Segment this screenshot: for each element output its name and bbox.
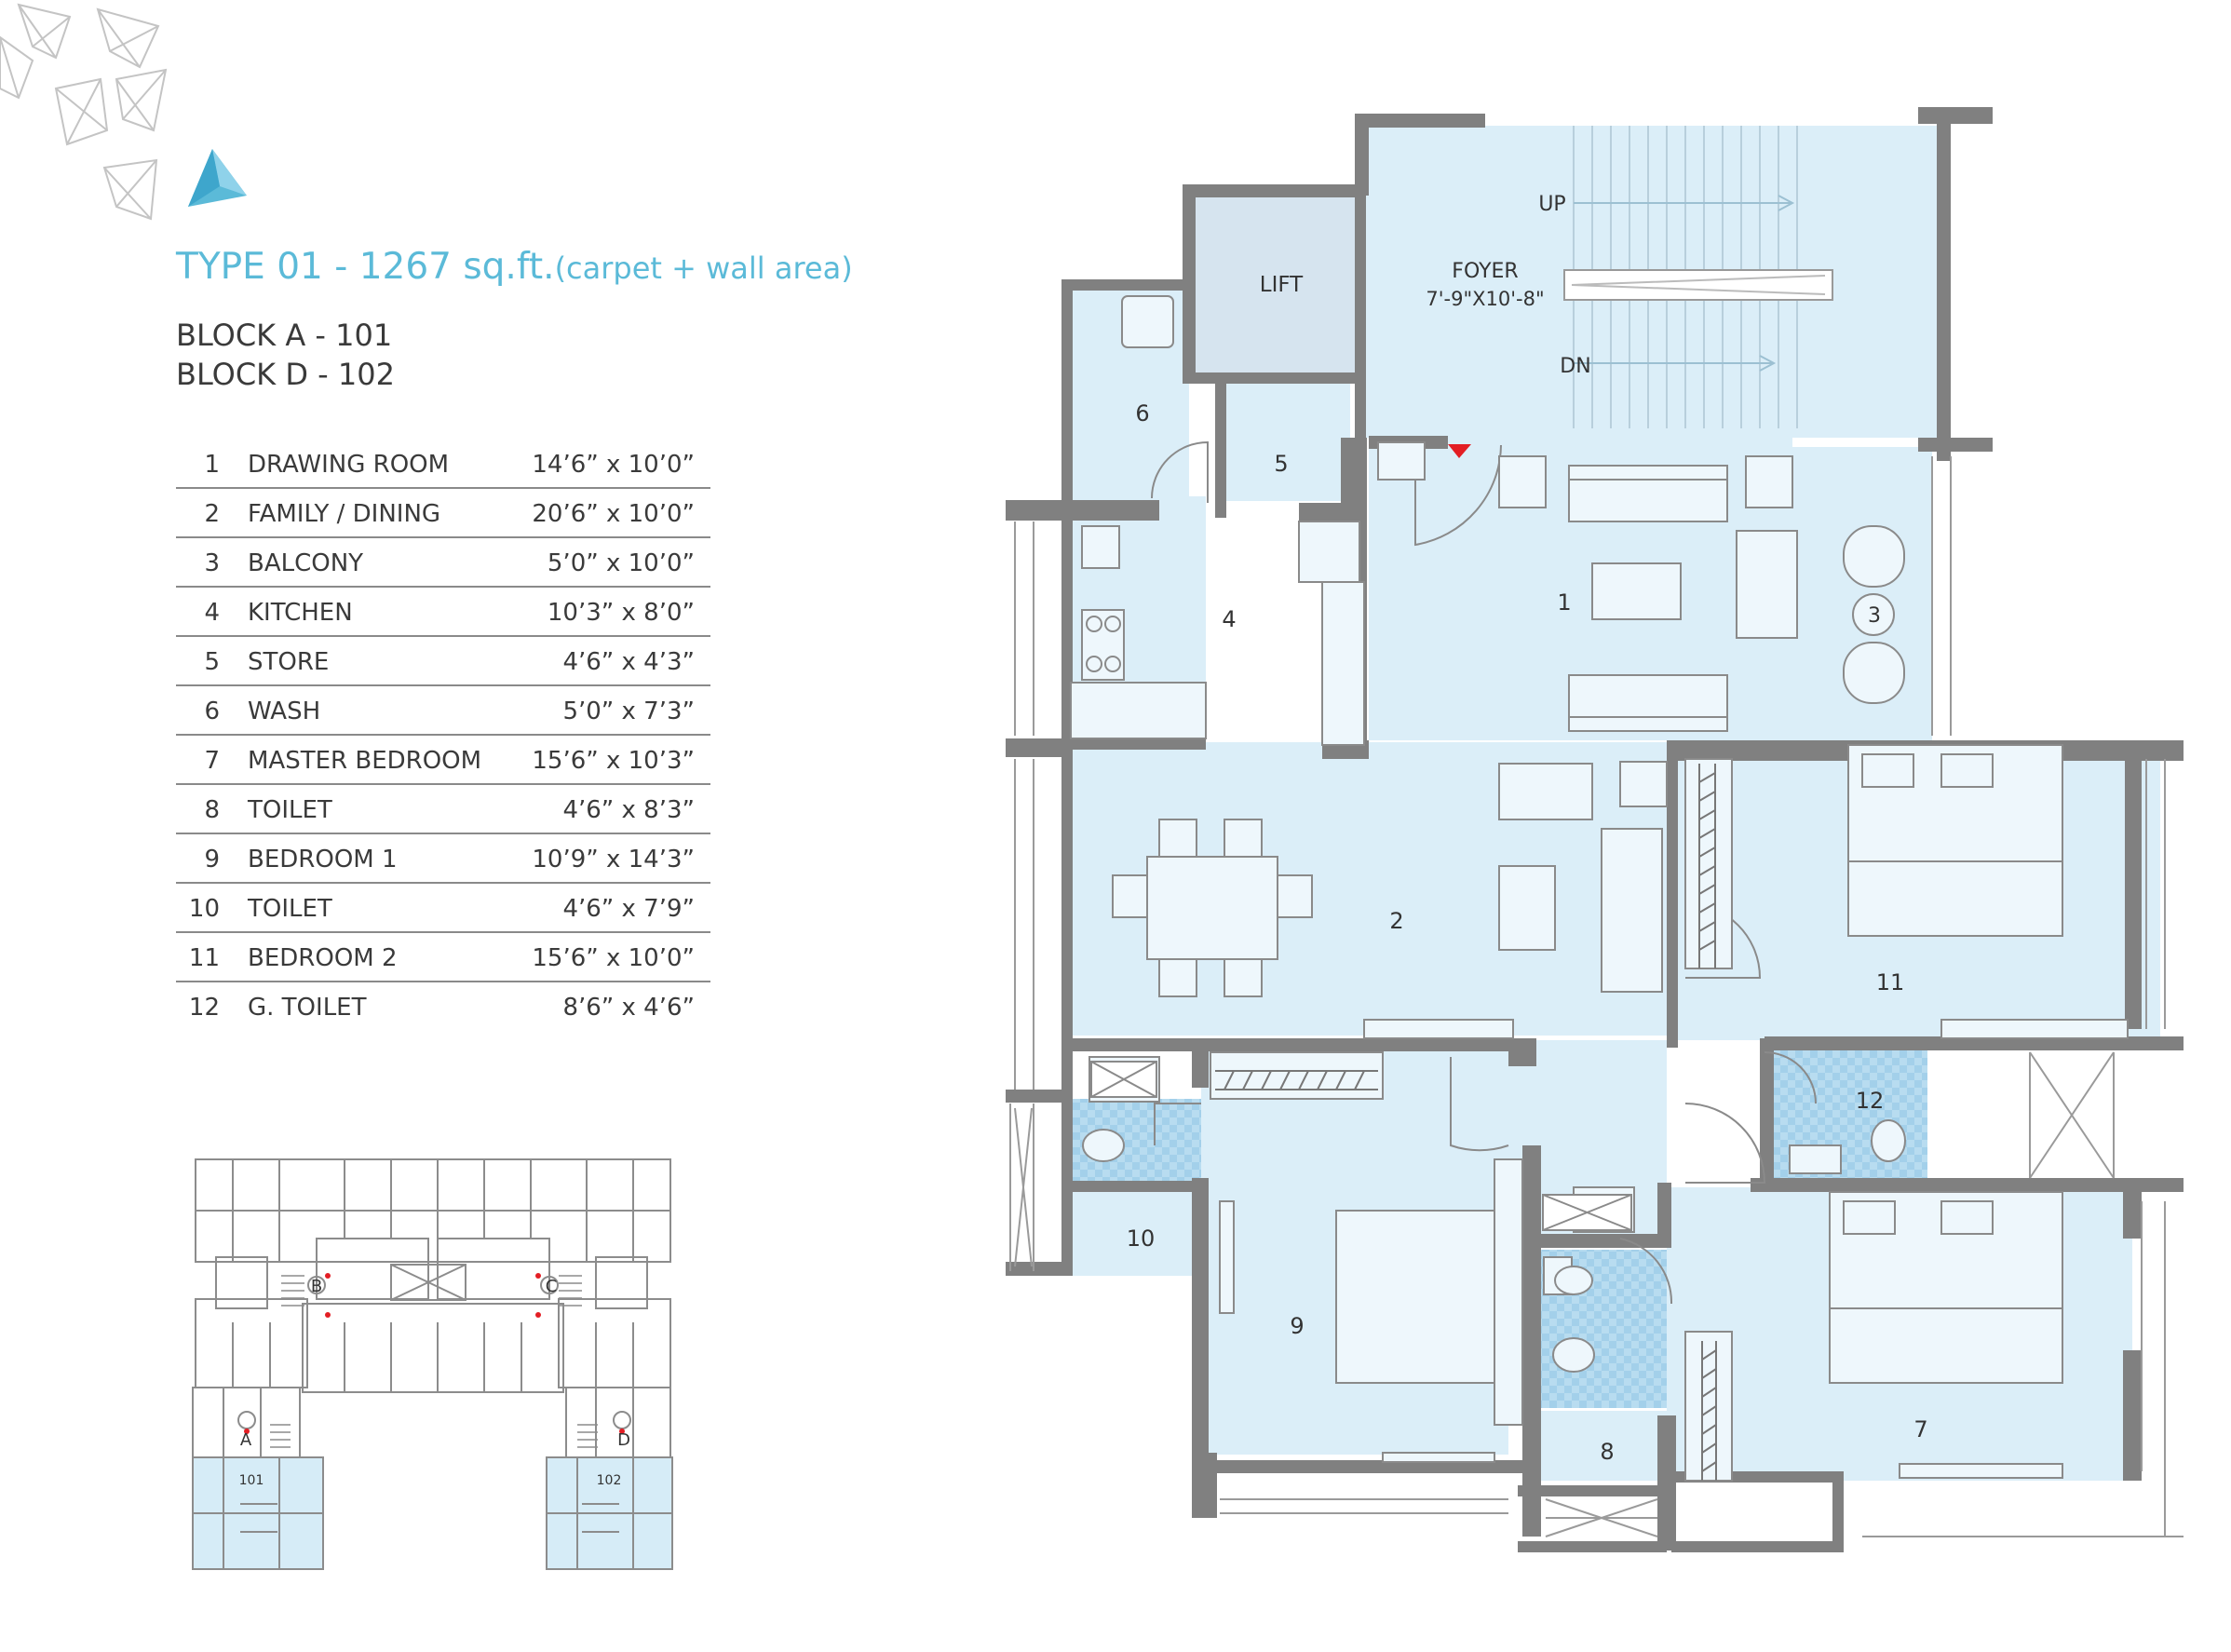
room-row: 12 G. TOILET 8’6” x 4’6”: [176, 982, 710, 1030]
key-unit-101: 101: [239, 1473, 264, 1488]
room-row: 4 KITCHEN 10’3” x 8’0”: [176, 588, 710, 637]
room-dimensions: 4’6” x 4’3”: [562, 648, 695, 676]
room-number: 12: [188, 994, 220, 1022]
room-row: 9 BEDROOM 1 10’9” x 14’3”: [176, 834, 710, 884]
room-schedule: 1 DRAWING ROOM 14’6” x 10’0” 2 FAMILY / DINI…: [176, 440, 710, 1030]
room-row: 1 DRAWING ROOM 14’6” x 10’0”: [176, 440, 710, 489]
room-dimensions: 4’6” x 8’3”: [562, 796, 695, 824]
room-dimensions: 10’3” x 8’0”: [547, 599, 695, 627]
room-number-1: 1: [1557, 589, 1571, 616]
entry-marker: [1448, 444, 1471, 458]
room-number-8: 8: [1600, 1439, 1614, 1465]
room-number-4: 4: [1222, 606, 1236, 632]
room-number: 10: [188, 895, 220, 923]
room-name: BEDROOM 1: [248, 846, 398, 873]
shafts: [1090, 1061, 1632, 1231]
foyer-label: FOYER: [1452, 260, 1518, 283]
diamond-outline-icon: [0, 35, 34, 100]
room-dimensions: 15’6” x 10’3”: [532, 747, 695, 775]
room-name: BALCONY: [248, 549, 364, 577]
room-name: WASH: [248, 697, 321, 725]
room-dimensions: 8’6” x 4’6”: [562, 994, 695, 1022]
room-number-6: 6: [1135, 400, 1149, 427]
room-number-11: 11: [1876, 969, 1905, 995]
plan-title: TYPE 01 - 1267 sq.ft.(carpet + wall area…: [176, 246, 853, 288]
furniture: [1070, 295, 2129, 1482]
room-number: 7: [204, 747, 220, 775]
lift-label: LIFT: [1260, 273, 1304, 297]
title-main: TYPE 01 - 1267 sq.ft.: [176, 246, 555, 288]
dn-label: DN: [1560, 355, 1590, 378]
room-dimensions: 10’9” x 14’3”: [532, 846, 695, 873]
room-name: TOILET: [248, 796, 332, 824]
room-dimensions: 5’0” x 7’3”: [562, 697, 695, 725]
lift-shaft: [1183, 197, 1359, 377]
room-row: 11 BEDROOM 2 15’6” x 10’0”: [176, 933, 710, 982]
room-number-3: 3: [1868, 604, 1881, 628]
block-label-d: BLOCK D - 102: [176, 357, 395, 392]
room-dimensions: 15’6” x 10’0”: [532, 944, 695, 972]
room-number: 6: [204, 697, 220, 725]
room-dimensions: 4’6” x 7’9”: [562, 895, 695, 923]
room-number-12: 12: [1856, 1088, 1885, 1114]
wardrobes: [1215, 764, 1717, 1481]
room-row: 2 FAMILY / DINING 20’6” x 10’0”: [176, 489, 710, 538]
key-block-b: B: [311, 1277, 322, 1296]
key-block-c: C: [546, 1277, 558, 1296]
up-label: UP: [1538, 193, 1565, 216]
room-row: 3 BALCONY 5’0” x 10’0”: [176, 538, 710, 588]
room-dimensions: 5’0” x 10’0”: [547, 549, 695, 577]
key-block-d: D: [617, 1430, 630, 1450]
room-number: 1: [204, 451, 220, 479]
room-row: 6 WASH 5’0” x 7’3”: [176, 686, 710, 736]
staircase: [1563, 126, 1833, 428]
title-sub: (carpet + wall area): [554, 251, 853, 286]
room-dimensions: 20’6” x 10’0”: [532, 500, 695, 528]
walls: [1006, 107, 2184, 1552]
block-label-a: BLOCK A - 101: [176, 318, 393, 353]
room-name: TOILET: [248, 895, 332, 923]
room-row: 5 STORE 4’6” x 4’3”: [176, 637, 710, 686]
room-name: G. TOILET: [248, 994, 367, 1022]
room-number: 11: [188, 944, 220, 972]
room-row: 8 TOILET 4’6” x 8’3”: [176, 785, 710, 834]
room-number-9: 9: [1290, 1313, 1304, 1339]
room-name: BEDROOM 2: [248, 944, 398, 972]
foyer-size: 7'-9"X10'-8": [1426, 288, 1544, 310]
room-row: 10 TOILET 4’6” x 7’9”: [176, 884, 710, 933]
key-block-a: A: [240, 1430, 252, 1450]
room-number-7: 7: [1913, 1416, 1927, 1442]
room-number-5: 5: [1274, 451, 1288, 477]
window-lines: [1009, 456, 2184, 1537]
room-number: 8: [204, 796, 220, 824]
room-number: 5: [204, 648, 220, 676]
room-number: 9: [204, 846, 220, 873]
room-row: 7 MASTER BEDROOM 15’6” x 10’3”: [176, 736, 710, 785]
room-dimensions: 14’6” x 10’0”: [532, 451, 695, 479]
diamond-outline-icon: [54, 77, 109, 146]
room-number: 4: [204, 599, 220, 627]
diamond-outline-icon: [96, 7, 160, 69]
room-name: STORE: [248, 648, 330, 676]
diamond-outline-icon: [115, 68, 168, 132]
diamond-logo-icon: [188, 149, 247, 207]
room-name: DRAWING ROOM: [248, 451, 450, 479]
room-number-2: 2: [1389, 908, 1403, 934]
room-name: KITCHEN: [248, 599, 353, 627]
room-number: 2: [204, 500, 220, 528]
diamond-outline-icon: [17, 3, 72, 60]
diamond-outline-icon: [102, 158, 158, 221]
room-number: 3: [204, 549, 220, 577]
room-name: FAMILY / DINING: [248, 500, 441, 528]
room-name: MASTER BEDROOM: [248, 747, 482, 775]
decorative-diamonds: [0, 3, 247, 221]
room-number-10: 10: [1127, 1225, 1156, 1252]
key-plan: A B C D 101 102: [192, 1158, 673, 1570]
key-unit-102: 102: [597, 1473, 622, 1488]
